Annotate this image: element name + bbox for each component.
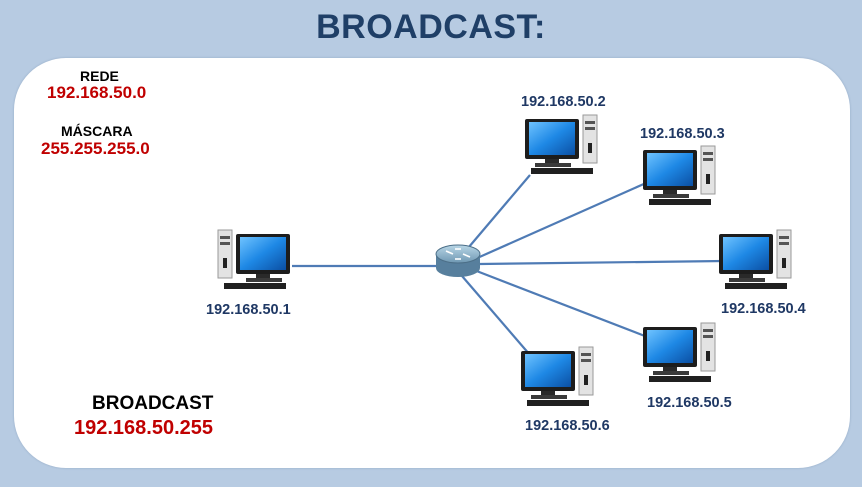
computer-icon-pc2: [524, 114, 598, 175]
computer-icon-pc4: [718, 229, 792, 290]
computer-icon-pc1: [217, 229, 291, 290]
page-title: BROADCAST:: [316, 8, 546, 46]
broadcast-value: 192.168.50.255: [74, 417, 214, 439]
link-pc5: [473, 268, 651, 340]
link-pc4: [479, 259, 725, 266]
computer-icon-pc3: [642, 145, 716, 206]
rede-label: REDE: [80, 68, 119, 84]
mascara-value: 255.255.255.0: [41, 139, 150, 158]
host-ip-label: 192.168.50.1: [206, 302, 291, 318]
diagram-panel: [14, 58, 850, 468]
mascara-label: MÁSCARA: [61, 123, 133, 139]
rede-value: 192.168.50.0: [47, 83, 147, 102]
host-ip-label: 192.168.50.5: [647, 395, 732, 411]
host-ip-label: 192.168.50.4: [721, 301, 806, 317]
computer-icon-pc6: [520, 346, 594, 407]
link-pc3: [474, 181, 647, 261]
broadcast-label: BROADCAST: [92, 393, 214, 414]
router-icon: [435, 244, 481, 277]
host-ip-label: 192.168.50.2: [521, 94, 606, 110]
link-pc6: [461, 275, 531, 356]
host-ip-label: 192.168.50.3: [640, 126, 725, 142]
computer-icon-pc5: [642, 322, 716, 383]
host-ip-label: 192.168.50.6: [525, 418, 610, 434]
link-pc2: [462, 174, 531, 255]
